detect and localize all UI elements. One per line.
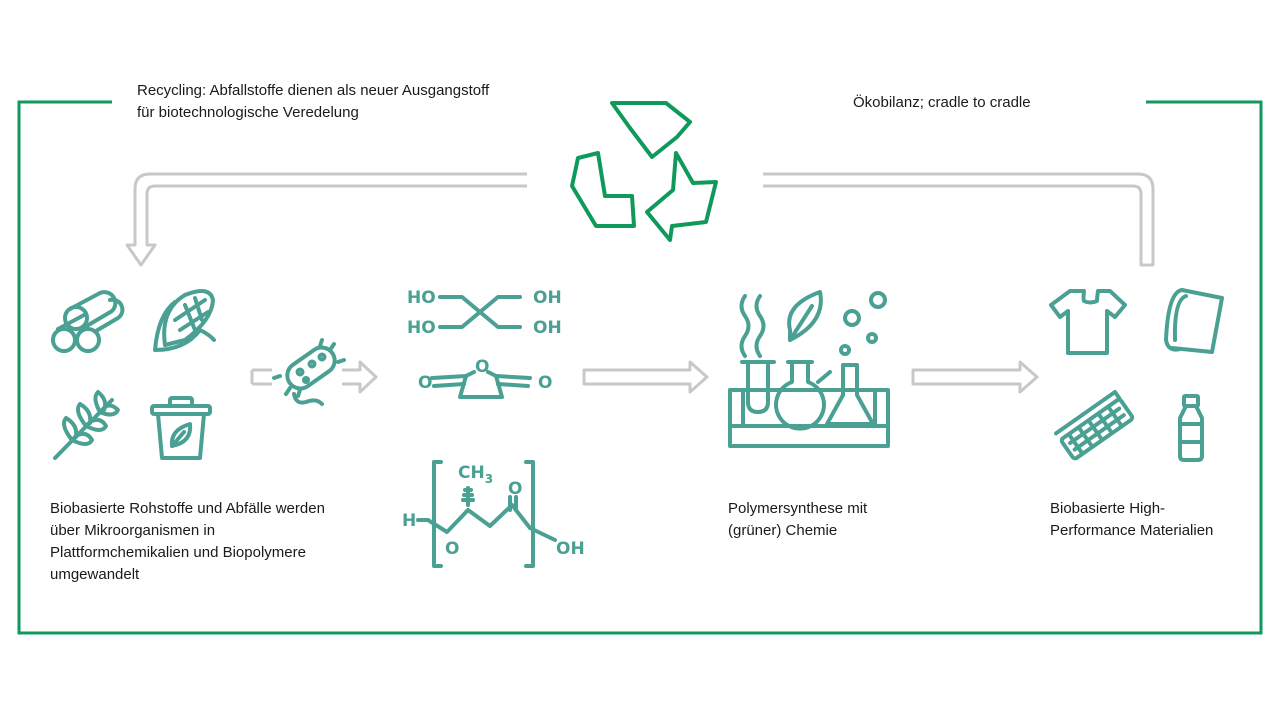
process-arrow-1 [250,360,378,394]
diol-ho-top: HO [407,288,436,308]
process-arrow-2 [582,360,709,394]
anhydride-left-o: O [418,373,432,393]
polymer-structure [416,460,557,568]
polymer-ester-o: O [445,539,459,559]
anhydride-structure [430,370,532,399]
t-shirt-icon [1049,289,1127,355]
recycling-caption: Recycling: Abfallstoffe dienen als neuer… [137,82,490,121]
outer-frame [17,100,1263,635]
synthesis-caption: Polymersynthese mit (grüner) Chemie [728,500,868,539]
trash-bin-leaf-icon [150,396,212,460]
fabric-roll-icon [1164,288,1224,354]
lifecycle-caption: Ökobilanz; cradle to cradle [853,94,1031,111]
corn-icon [153,289,216,352]
materials-caption: Biobasierte High- Performance Materialie… [1050,500,1214,539]
lab-glassware-icon [728,290,890,448]
bacterium-icon [272,338,346,406]
sponge-icon [1054,390,1135,461]
raw-materials-caption: Biobasierte Rohstoffe und Abfälle werden… [50,500,325,583]
diol-oh-top: OH [533,288,562,308]
polymer-methyl: CH3 [458,463,493,486]
cycle-arrow-left [125,172,527,267]
polymer-h: H [402,511,416,531]
anhydride-ring-o: O [475,357,489,377]
process-arrow-3 [911,360,1039,394]
diol-ho-bottom: HO [407,318,436,338]
cycle-arrow-right [763,172,1155,267]
logs-icon [51,290,125,353]
bottle-icon [1178,394,1204,462]
diol-oh-bottom: OH [533,318,562,338]
polymer-carbonyl-o: O [508,479,522,499]
diol-structure [438,295,522,329]
recycle-icon [570,101,718,242]
polymer-oh: OH [556,539,585,559]
anhydride-right-o: O [538,373,552,393]
wheat-icon [53,390,120,460]
